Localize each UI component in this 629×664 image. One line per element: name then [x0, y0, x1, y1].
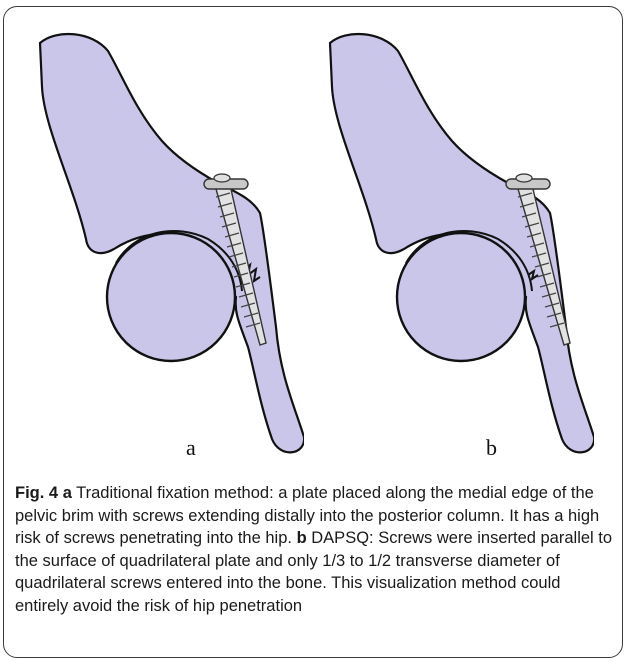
- caption-part-b-letter: b: [297, 529, 307, 547]
- plate: [204, 174, 248, 189]
- panel-a-illustration: [4, 7, 304, 483]
- figure-caption: Fig. 4 a Traditional fixation method: a …: [15, 482, 613, 618]
- plate: [506, 174, 550, 189]
- femoral-head: [107, 233, 235, 361]
- panel-label-b: b: [486, 435, 497, 461]
- figure-label: Fig. 4: [15, 484, 58, 502]
- panel-label-a: a: [186, 435, 196, 461]
- panel-b: b: [294, 7, 594, 483]
- panel-a: a: [4, 7, 304, 483]
- femoral-head: [397, 233, 525, 361]
- panel-b-illustration: [294, 7, 594, 483]
- figure-frame: a b Fig. 4 a Traditional fixation method…: [3, 6, 623, 658]
- caption-part-a-letter: a: [63, 484, 72, 502]
